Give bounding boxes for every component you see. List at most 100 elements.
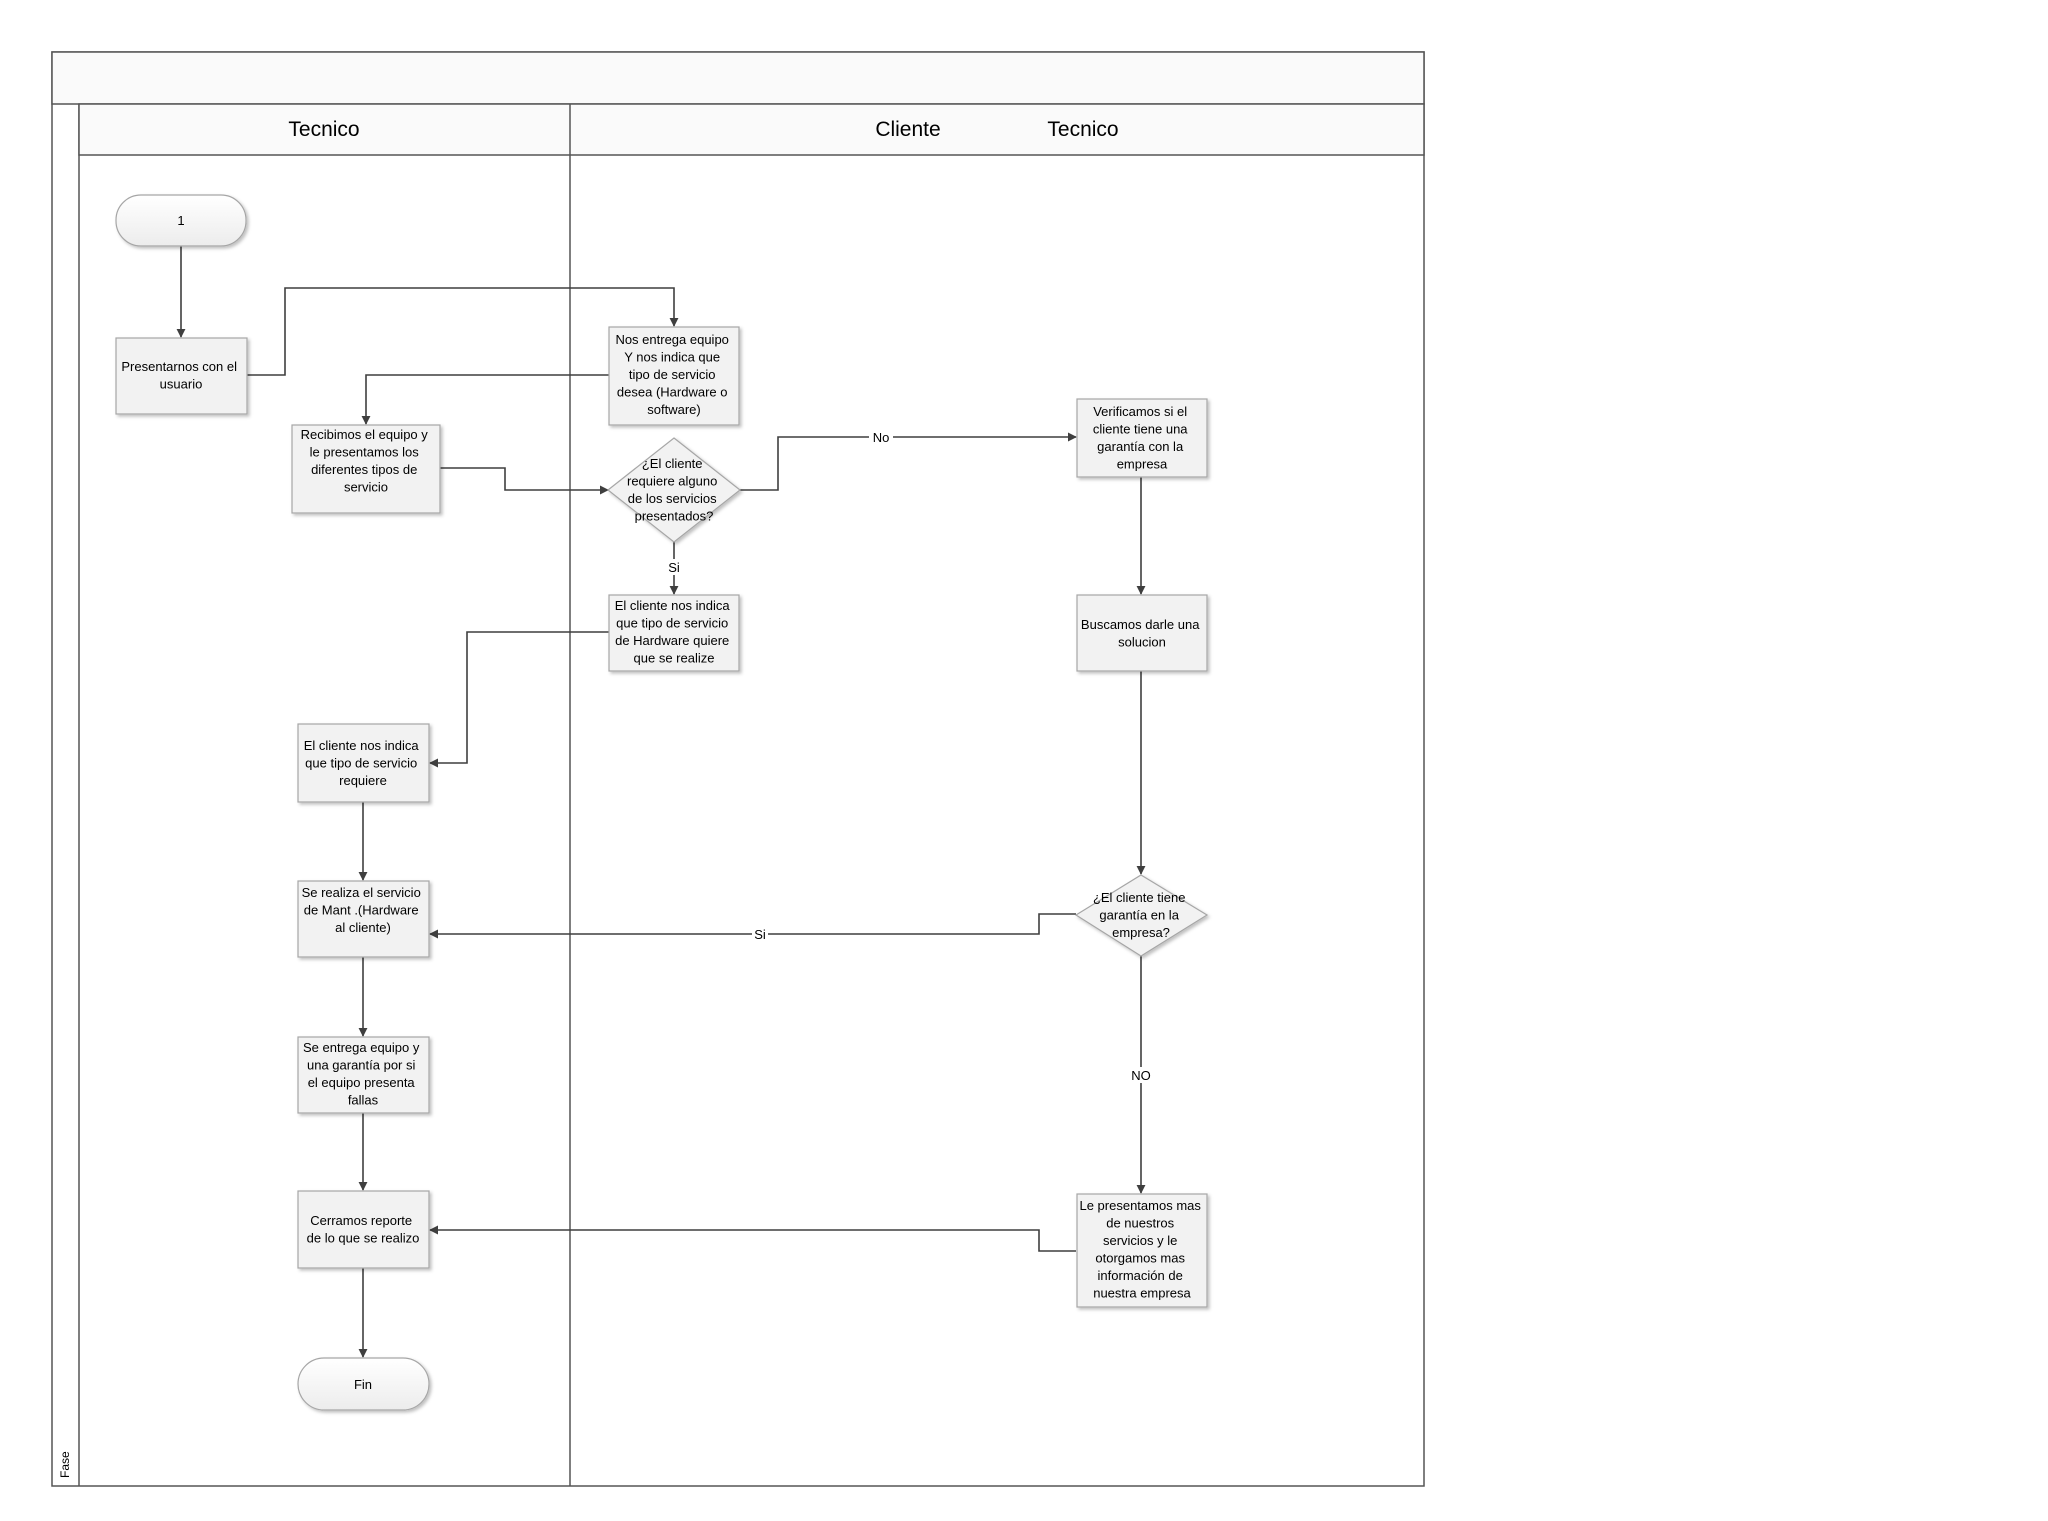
node-text-line: Y nos indica que: [624, 350, 720, 365]
node-cerramos[interactable]: Cerramos reporte de lo que se realizo: [297, 1190, 430, 1269]
edge-label-no-garantia: NO: [1131, 1068, 1151, 1083]
node-text-line: tipo de servicio: [629, 367, 716, 382]
node-text-line: Se realiza el servicio: [302, 885, 421, 900]
node-text-line: usuario: [160, 377, 203, 392]
node-text-line: Se entrega equipo y: [303, 1040, 420, 1055]
node-requiere-decision[interactable]: ¿El cliente requiere alguno de los servi…: [607, 437, 741, 543]
node-text-line: una garantía por si: [307, 1058, 416, 1073]
svg-text:Verificamos si el clie: Verificamos si el cliente tiene una gara…: [1093, 404, 1191, 472]
svg-text:¿El cliente requiere a: ¿El cliente requiere alguno de los servi…: [627, 456, 721, 524]
svg-text:Presentarnos con el us: Presentarnos con el usuario: [121, 359, 240, 392]
node-text-line: de los servicios: [628, 491, 717, 506]
svg-text:Se realiza el servicio: Se realiza el servicio de Mant .(Hardwar…: [302, 885, 425, 935]
node-text-line: Cerramos reporte: [310, 1213, 412, 1228]
svg-text:Le presentamos mas de: Le presentamos mas de nuestros servicios…: [1079, 1198, 1204, 1301]
svg-text:Buscamos darle una sol: Buscamos darle una solucion: [1081, 617, 1203, 650]
node-text-line: de Mant .(Hardware: [304, 903, 419, 918]
edge-presentamos-to-cerramos: [429, 1225, 1076, 1252]
node-text-line: El cliente nos indica: [304, 738, 420, 753]
edge-label-si: Si: [668, 560, 680, 575]
node-text-line: servicios y le: [1103, 1233, 1177, 1248]
node-entrega-garantia[interactable]: Se entrega equipo y una garantía por si …: [297, 1036, 430, 1114]
node-presentarnos[interactable]: Presentarnos con el usuario: [115, 337, 248, 415]
node-verificamos[interactable]: Verificamos si el cliente tiene una gara…: [1076, 398, 1208, 478]
node-text-line: que tipo de servicio: [305, 756, 417, 771]
node-text-line: requiere alguno: [627, 474, 717, 489]
node-text-line: el equipo presenta: [308, 1075, 416, 1090]
node-indica-servicio[interactable]: El cliente nos indica que tipo de servic…: [297, 723, 430, 803]
node-text-line: empresa: [1117, 457, 1168, 472]
node-text-line: 1: [177, 213, 184, 228]
node-text-line: desea (Hardware o: [617, 385, 728, 400]
pool-border: [51, 51, 1425, 1487]
svg-text:Fin: Fin: [354, 1377, 372, 1392]
edge-recibimos-to-requiere: [440, 467, 609, 495]
node-text-line: de lo que se realizo: [307, 1231, 420, 1246]
node-text-line: Verificamos si el: [1093, 404, 1187, 419]
node-text-line: de Hardware quiere: [615, 633, 729, 648]
pool: Fase: [51, 51, 1425, 1487]
node-entrega-equipo[interactable]: Nos entrega equipo Y nos indica que tipo…: [608, 326, 740, 426]
node-fin[interactable]: Fin: [297, 1357, 430, 1411]
node-text-line: fallas: [348, 1093, 379, 1108]
node-garantia-decision[interactable]: ¿El cliente tiene garantía en la empresa…: [1074, 874, 1209, 957]
svg-text:Se entrega equipo y un: Se entrega equipo y una garantía por si …: [303, 1040, 423, 1108]
node-text-line: al cliente): [335, 920, 391, 935]
node-text-line: requiere: [339, 773, 387, 788]
edge-presentarnos-to-entrega-equipo: [247, 287, 679, 376]
node-text-line: diferentes tipos de: [311, 462, 417, 477]
node-text-line: software): [647, 402, 700, 417]
node-text-line: empresa?: [1112, 925, 1170, 940]
edge-labels: No Si Si NO: [666, 429, 1155, 1083]
node-text-line: nuestra empresa: [1093, 1286, 1191, 1301]
node-text-line: ¿El cliente tiene: [1093, 890, 1186, 905]
node-text-line: Buscamos darle una: [1081, 617, 1200, 632]
node-text-line: garantía en la: [1099, 908, 1179, 923]
pool-title-bar: [51, 51, 1425, 105]
edge-indica-hardware-to-indica-servicio: [429, 631, 609, 768]
edge-label-no: No: [873, 430, 890, 445]
node-text-line: Le presentamos mas: [1079, 1198, 1201, 1213]
node-text-line: Nos entrega equipo: [615, 332, 728, 347]
svg-text:1: 1: [177, 213, 184, 228]
node-presentamos[interactable]: Le presentamos mas de nuestros servicios…: [1076, 1193, 1208, 1308]
node-indica-hardware[interactable]: El cliente nos indica que tipo de servic…: [608, 594, 740, 672]
node-text-line: otorgamos mas: [1095, 1251, 1185, 1266]
lane-title-tecnico-right: Tecnico: [1047, 118, 1118, 141]
node-recibimos[interactable]: Recibimos el equipo y le presentamos los…: [291, 424, 441, 514]
node-text-line: El cliente nos indica: [615, 598, 731, 613]
lanes: Tecnico Cliente Tecnico: [78, 103, 1425, 1486]
node-text-line: solucion: [1118, 635, 1166, 650]
phase-label: Fase: [58, 1451, 72, 1478]
svg-text:El cliente nos indica: El cliente nos indica que tipo de servic…: [615, 598, 734, 666]
node-realiza[interactable]: Se realiza el servicio de Mant .(Hardwar…: [297, 880, 430, 958]
svg-text:¿El cliente tiene gara: ¿El cliente tiene garantía en la empresa…: [1093, 890, 1189, 940]
node-text-line: servicio: [344, 480, 388, 495]
node-text-line: garantía con la: [1097, 439, 1184, 454]
lane-title-tecnico-left: Tecnico: [288, 118, 359, 141]
node-text-line: que se realize: [634, 651, 715, 666]
edge-label-si-garantia: Si: [754, 927, 766, 942]
svg-text:El cliente nos indica: El cliente nos indica que tipo de servic…: [304, 738, 423, 788]
edge-requiere-to-verificamos: [740, 432, 1077, 491]
lane-header-row: [78, 103, 1425, 156]
node-text-line: le presentamos los: [310, 445, 420, 460]
node-start[interactable]: 1: [115, 194, 247, 247]
edge-entrega-equipo-to-recibimos: [361, 374, 609, 425]
nodes: 1 Presentarnos con el usuario Nos entreg…: [115, 194, 1209, 1411]
node-text-line: cliente tiene una: [1093, 422, 1188, 437]
svg-text:Nos entrega equipo Y n: Nos entrega equipo Y nos indica que tipo…: [615, 332, 732, 417]
lane-title-cliente: Cliente: [875, 118, 940, 141]
node-text-line: de nuestros: [1106, 1216, 1174, 1231]
node-text-line: ¿El cliente: [642, 456, 703, 471]
node-text-line: Fin: [354, 1377, 372, 1392]
node-text-line: presentados?: [635, 509, 714, 524]
node-text-line: que tipo de servicio: [616, 616, 728, 631]
node-text-line: Presentarnos con el: [121, 359, 237, 374]
node-text-line: información de: [1098, 1268, 1183, 1283]
svg-text:Recibimos el equipo y: Recibimos el equipo y le presentamos los…: [301, 427, 432, 495]
node-text-line: Recibimos el equipo y: [301, 427, 429, 442]
node-buscamos[interactable]: Buscamos darle una solucion: [1076, 594, 1208, 672]
svg-text:Cerramos reporte de lo: Cerramos reporte de lo que se realizo: [307, 1213, 420, 1246]
